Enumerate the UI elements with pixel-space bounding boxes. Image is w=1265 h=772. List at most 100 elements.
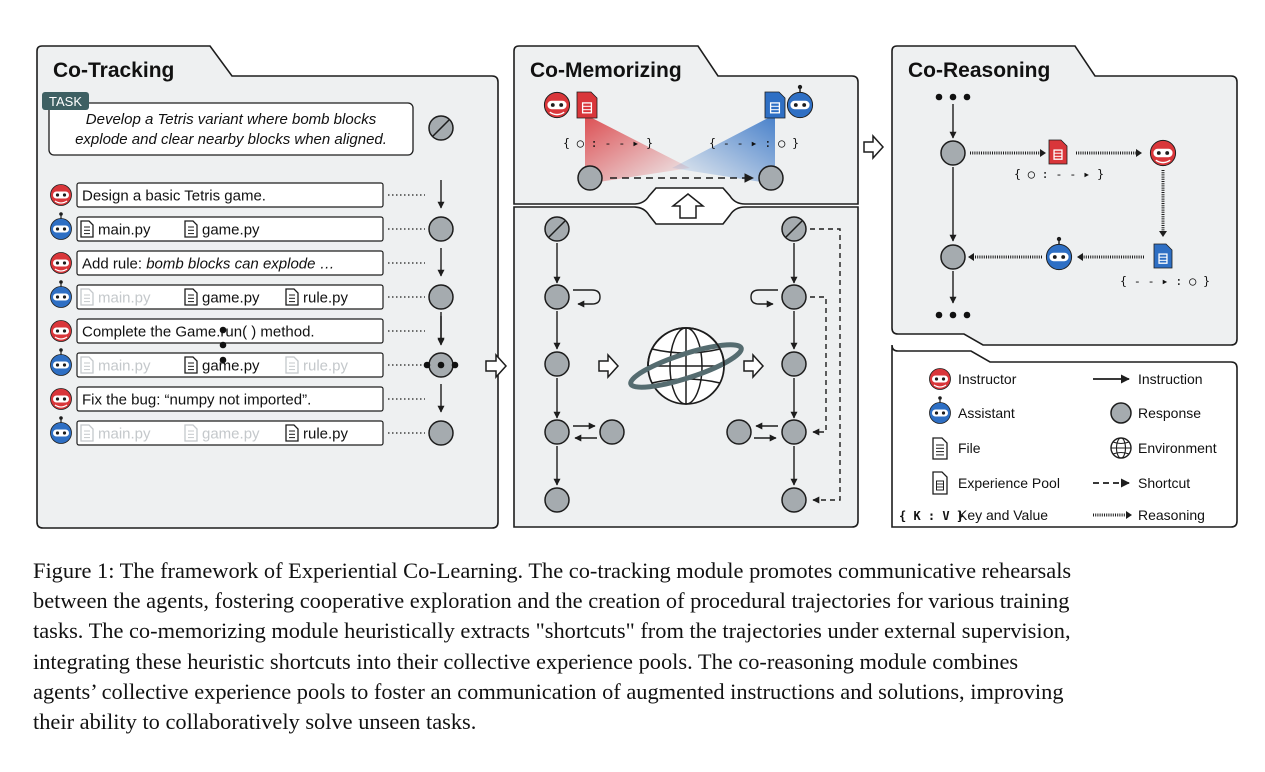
instruction-box bbox=[76, 250, 384, 276]
key-value-right: { - - ▸ : ◯ } bbox=[709, 136, 799, 150]
response-node bbox=[781, 419, 807, 445]
legend-environment: Environment bbox=[1138, 440, 1217, 456]
dots-top bbox=[935, 93, 971, 101]
instruction-box bbox=[76, 386, 384, 412]
legend-assistant-icon bbox=[929, 396, 951, 424]
start-node bbox=[781, 216, 807, 242]
file-icon bbox=[80, 356, 94, 374]
start-node-icon bbox=[428, 115, 454, 141]
task-line-1: Develop a Tetris variant where bomb bloc… bbox=[86, 111, 377, 128]
legend-reasoning: Reasoning bbox=[1138, 507, 1205, 523]
file-box bbox=[76, 216, 384, 242]
self-loop-arrow bbox=[750, 289, 778, 308]
co-reasoning-title: Co-Reasoning bbox=[908, 59, 1050, 82]
instruction-text: Design a basic Tetris game. bbox=[82, 188, 266, 205]
file-icon bbox=[80, 424, 94, 442]
legend-key-value-symbol: { K : V } bbox=[899, 509, 964, 523]
key-value-left: { ◯ : - - ▸ } bbox=[563, 136, 653, 150]
dots-bottom bbox=[935, 311, 971, 319]
up-arrow-icon bbox=[670, 193, 706, 219]
response-node bbox=[428, 420, 454, 446]
task-box bbox=[48, 102, 414, 156]
instructor-icon bbox=[50, 252, 72, 274]
response-node bbox=[599, 419, 625, 445]
red-memory-beam bbox=[585, 118, 690, 183]
arrow-to-globe bbox=[598, 353, 620, 379]
legend-experience-pool: Experience Pool bbox=[958, 475, 1060, 491]
legend-experience-pool-icon bbox=[932, 471, 948, 495]
instruction-text: Fix the bug: “numpy not imported”. bbox=[82, 392, 311, 409]
co-memorizing-title: Co-Memorizing bbox=[530, 59, 682, 82]
file-name: main.py bbox=[98, 358, 151, 375]
file-name: main.py bbox=[98, 426, 151, 443]
response-node bbox=[781, 284, 807, 310]
reason-node-bottom bbox=[940, 244, 966, 270]
ellipsis-vertical bbox=[219, 326, 227, 364]
response-node bbox=[544, 351, 570, 377]
caption-line-6: their ability to collaboratively solve u… bbox=[33, 709, 477, 735]
flow-arrow-1 bbox=[485, 353, 508, 379]
legend-instructor-icon bbox=[929, 368, 951, 390]
legend-assistant: Assistant bbox=[958, 405, 1015, 421]
caption-line-2: between the agents, fostering cooperativ… bbox=[33, 588, 1070, 614]
instructor-icon bbox=[50, 388, 72, 410]
instruction-text: Add rule: bomb blocks can explode … bbox=[82, 256, 335, 273]
reason-node-top bbox=[940, 140, 966, 166]
environment-globe-icon bbox=[628, 327, 744, 405]
reason-key-value-bottom: { - - ▸ : ◯ } bbox=[1120, 274, 1210, 288]
file-name: main.py bbox=[98, 222, 151, 239]
memorizing-graph bbox=[544, 216, 841, 513]
file-icon bbox=[80, 220, 94, 238]
file-icon bbox=[80, 288, 94, 306]
instructor-icon bbox=[50, 320, 72, 342]
ellipsis-horizontal bbox=[423, 361, 459, 369]
response-node bbox=[544, 487, 570, 513]
assistant-icon bbox=[1045, 236, 1073, 271]
file-icon bbox=[184, 220, 198, 238]
shortcut-arrow bbox=[810, 296, 827, 436]
legend-instructor: Instructor bbox=[958, 371, 1017, 387]
experience-pool-icon bbox=[576, 91, 598, 119]
assistant-icon bbox=[50, 416, 72, 444]
file-name: game.py bbox=[202, 426, 260, 443]
figure-caption: Figure 1: The framework of Experiential … bbox=[33, 556, 1238, 737]
response-node bbox=[544, 284, 570, 310]
flow-arrow-2 bbox=[863, 134, 885, 160]
caption-line-1: Figure 1: The framework of Experiential … bbox=[33, 558, 1072, 583]
file-icon bbox=[285, 356, 299, 374]
legend-environment-icon bbox=[1110, 437, 1132, 459]
task-line-2: explode and clear nearby blocks when ali… bbox=[75, 131, 387, 148]
file-name: game.py bbox=[202, 290, 260, 307]
tracking-rows: Design a basic Tetris game. main.py game.p… bbox=[50, 180, 454, 446]
assistant-icon bbox=[50, 348, 72, 376]
file-name: rule.py bbox=[303, 358, 349, 375]
instruction-box bbox=[76, 182, 384, 208]
arrow-from-globe bbox=[743, 353, 765, 379]
blue-memory-beam bbox=[672, 118, 775, 183]
reason-key-value-top: { ◯ : - - ▸ } bbox=[1014, 167, 1104, 181]
legend-reasoning-arrow bbox=[1093, 511, 1132, 519]
file-name: game.py bbox=[202, 222, 260, 239]
file-icon bbox=[285, 424, 299, 442]
self-loop-arrow bbox=[573, 289, 601, 308]
co-tracking-panel: Co-Tracking TASK Develop a Tetris varian… bbox=[36, 45, 499, 529]
file-box bbox=[76, 420, 384, 446]
instruction-box bbox=[76, 318, 384, 344]
experience-pool-icon bbox=[764, 91, 786, 119]
file-name: game.py bbox=[202, 358, 260, 375]
shortcut-arrow bbox=[810, 228, 841, 504]
response-node bbox=[726, 419, 752, 445]
start-node bbox=[544, 216, 570, 242]
instructor-icon bbox=[543, 91, 571, 119]
response-node bbox=[781, 351, 807, 377]
caption-line-4: integrating these heuristic shortcuts in… bbox=[33, 648, 1019, 674]
response-node bbox=[781, 487, 807, 513]
memo-node-right bbox=[758, 165, 784, 191]
legend-shortcut: Shortcut bbox=[1138, 475, 1190, 491]
instructor-icon bbox=[1149, 139, 1177, 167]
caption-line-3: tasks. The co-memorizing module heuristi… bbox=[33, 618, 1071, 644]
experience-pool-icon bbox=[1048, 139, 1068, 165]
legend-key-value: Key and Value bbox=[958, 507, 1048, 523]
memo-node-left bbox=[577, 165, 603, 191]
reasoning-arrows bbox=[968, 149, 1167, 261]
